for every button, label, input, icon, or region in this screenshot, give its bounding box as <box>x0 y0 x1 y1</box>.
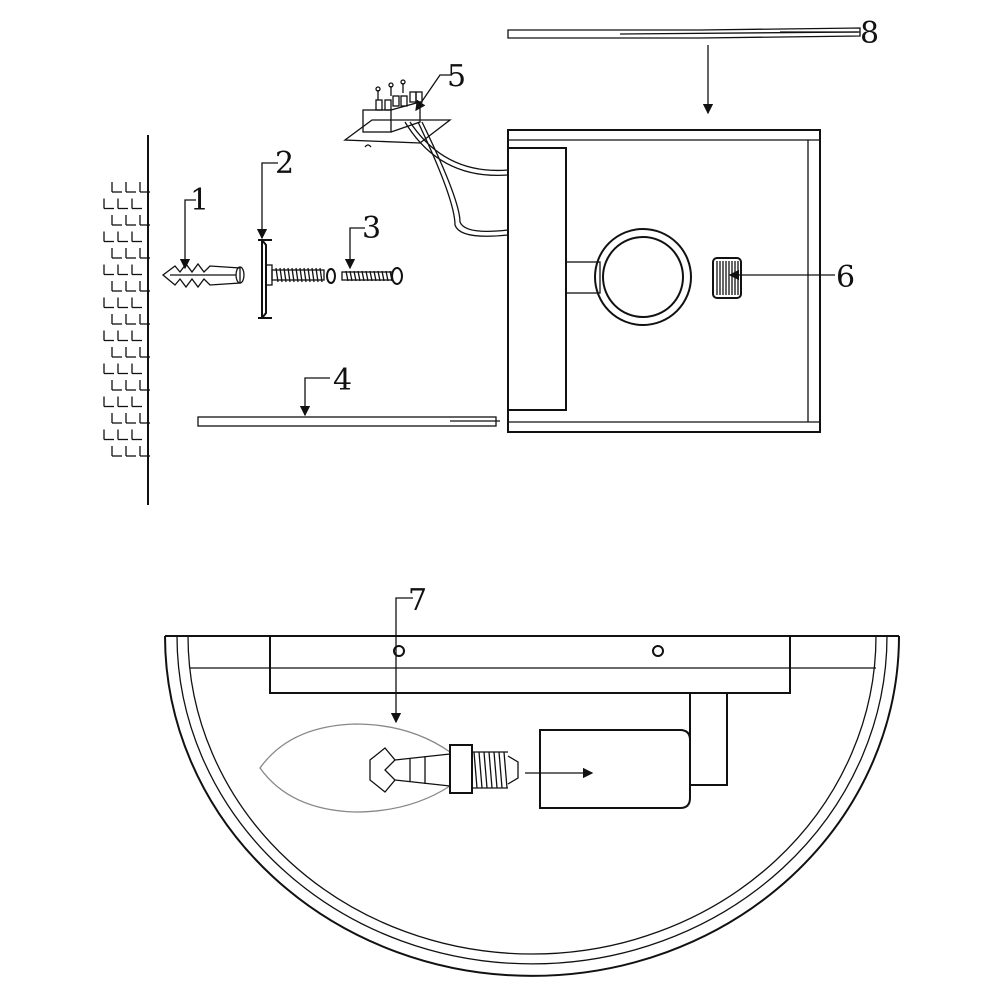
label-8: 8 <box>860 16 879 51</box>
shade-part <box>164 635 900 977</box>
screw-hole <box>393 645 405 657</box>
label-6: 6 <box>836 260 855 295</box>
label-1: 1 <box>190 183 209 218</box>
terminal-block-part <box>343 79 509 237</box>
top-plate-part <box>507 27 861 115</box>
leader-3 <box>344 227 365 270</box>
leader-4 <box>299 377 330 417</box>
leader-2 <box>256 162 278 240</box>
leader-7 <box>390 597 413 724</box>
label-5: 5 <box>447 59 466 94</box>
cover-plate-part <box>197 416 500 427</box>
label-4: 4 <box>333 363 352 398</box>
screw-hole <box>652 645 664 657</box>
wall <box>103 135 150 505</box>
wall-plug-part <box>161 262 245 289</box>
fixing-knob-part <box>712 257 742 299</box>
label-3: 3 <box>362 211 381 246</box>
bulb-part <box>259 723 594 813</box>
housing-box <box>507 129 821 433</box>
bracket-part <box>258 239 325 319</box>
leader-1 <box>179 199 196 270</box>
label-7: 7 <box>408 583 427 618</box>
screw-part <box>326 267 403 285</box>
label-2: 2 <box>275 146 294 181</box>
leader-5 <box>415 74 452 112</box>
